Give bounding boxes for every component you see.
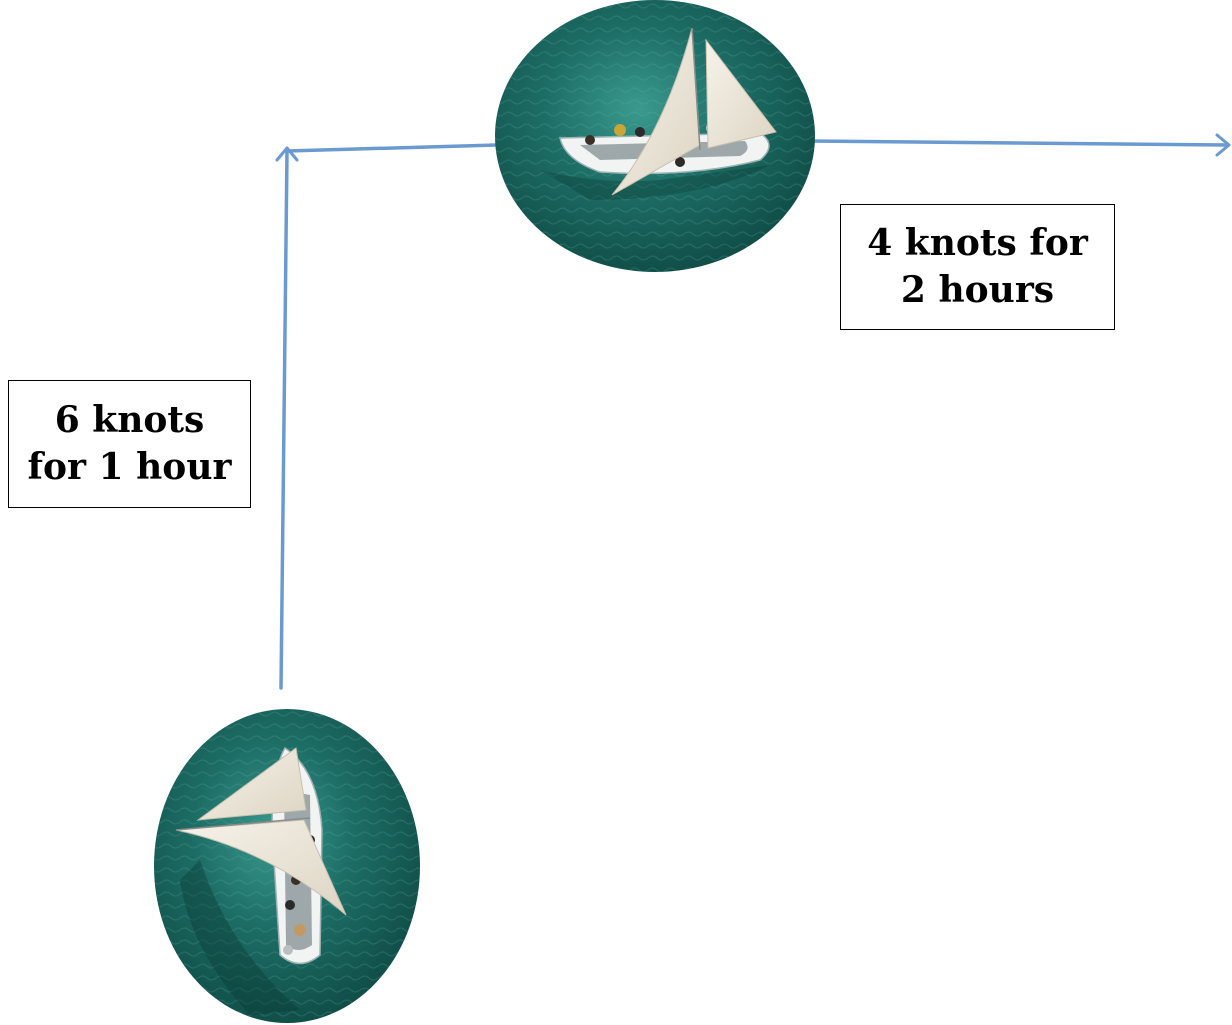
sailboat-start-icon: [154, 709, 420, 1023]
leg1-label-line1: 6 knots: [54, 399, 205, 442]
sailboat-mid-icon: [495, 0, 815, 272]
arrow-connector: [285, 143, 499, 153]
leg2-label-box: 4 knots for 2 hours: [840, 204, 1115, 330]
leg1-label-box: 6 knots for 1 hour: [8, 380, 251, 508]
arrow-leg2-east: [808, 133, 1231, 157]
leg1-label-line2: for 1 hour: [27, 446, 232, 488]
arrow-leg1-north: [275, 146, 299, 690]
leg2-label-line1: 4 knots for: [867, 222, 1088, 265]
leg2-label-line2: 2 hours: [900, 269, 1055, 311]
